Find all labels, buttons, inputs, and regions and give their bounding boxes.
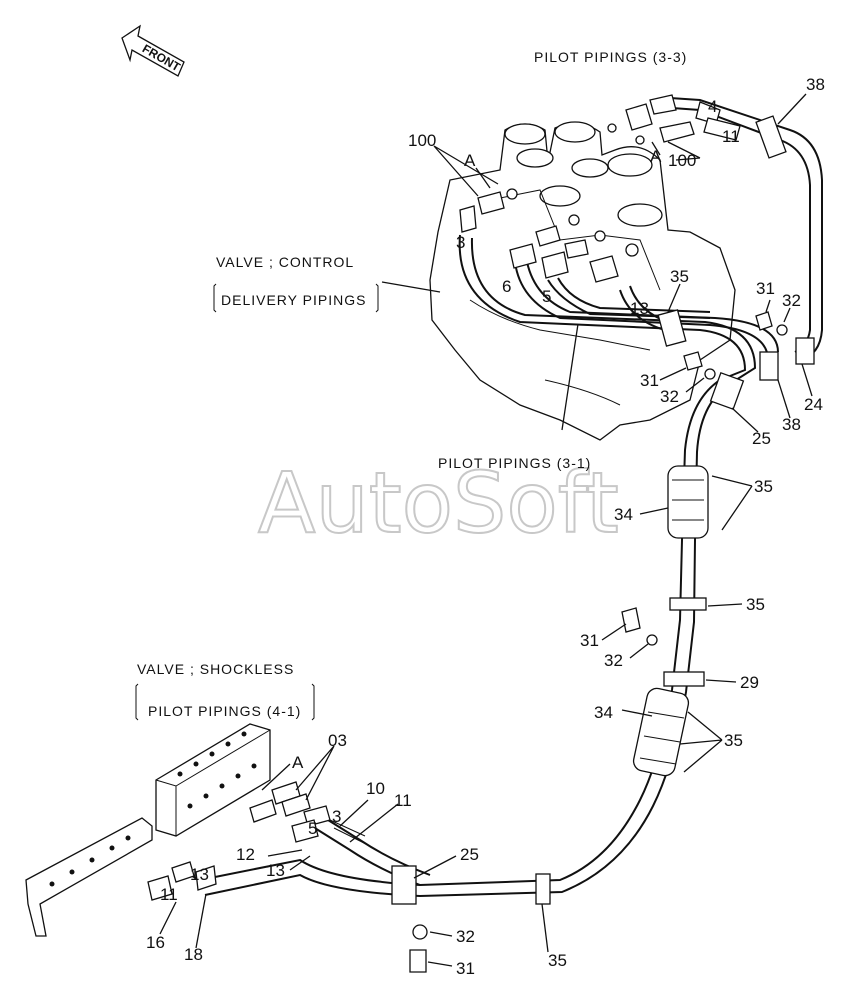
callout-13: 13 xyxy=(266,861,285,880)
callout-35: 35 xyxy=(724,731,743,750)
callout-a: A xyxy=(292,753,304,772)
callout-38: 38 xyxy=(782,415,801,434)
caption-pilot-4-1: PILOT PIPINGS (4-1) xyxy=(148,703,301,719)
callout-3: 3 xyxy=(456,233,465,252)
caption-valve-shockless: VALVE ; SHOCKLESS xyxy=(137,661,294,677)
callout-32: 32 xyxy=(604,651,623,670)
callout-3: 3 xyxy=(332,807,341,826)
callout-5: 5 xyxy=(542,287,551,306)
callout-32: 32 xyxy=(456,927,475,946)
caption-delivery-pipings: DELIVERY PIPINGS xyxy=(221,292,366,308)
callout-31: 31 xyxy=(756,279,775,298)
callout-12: 12 xyxy=(236,845,255,864)
callout-5: 5 xyxy=(308,819,317,838)
caption-valve-control: VALVE ; CONTROL xyxy=(216,254,354,270)
lower-fittings xyxy=(147,781,371,901)
callout-a: A xyxy=(650,147,662,166)
valve-fittings xyxy=(459,188,639,283)
mounting-bracket xyxy=(25,817,153,937)
callout-10: 10 xyxy=(366,779,385,798)
protector-sleeves xyxy=(632,465,709,777)
callout-16: 16 xyxy=(146,933,165,952)
leader-lines xyxy=(159,93,813,967)
callout-13: 13 xyxy=(190,865,209,884)
clamps xyxy=(391,115,815,905)
callout-31: 31 xyxy=(640,371,659,390)
callout-4: 4 xyxy=(708,97,717,116)
callout-34: 34 xyxy=(594,703,613,722)
callout-32: 32 xyxy=(782,291,801,310)
shockless-valve-block xyxy=(155,723,271,837)
callout-31: 31 xyxy=(456,959,475,978)
callout-a: A xyxy=(464,151,476,170)
callout-32: 32 xyxy=(660,387,679,406)
front-arrow-icon: FRONT xyxy=(121,24,185,77)
callout-13: 13 xyxy=(630,299,649,318)
callout-35: 35 xyxy=(670,267,689,286)
control-valve-body xyxy=(429,121,736,441)
callout-34: 34 xyxy=(614,505,633,524)
caption-brackets xyxy=(135,283,379,721)
callout-35: 35 xyxy=(746,595,765,614)
callout-25: 25 xyxy=(460,845,479,864)
callout-35: 35 xyxy=(754,477,773,496)
callout-11: 11 xyxy=(394,791,412,810)
watermark-text: AutoSoft xyxy=(258,454,619,552)
caption-pilot-3-1: PILOT PIPINGS (3-1) xyxy=(438,455,591,471)
callout-03: 03 xyxy=(328,731,347,750)
callout-18: 18 xyxy=(184,945,203,964)
callout-29: 29 xyxy=(740,673,759,692)
callout-31: 31 xyxy=(580,631,599,650)
callout-100: 100 xyxy=(668,151,696,170)
callout-38: 38 xyxy=(806,75,825,94)
callout-11: 11 xyxy=(722,127,740,146)
callout-35: 35 xyxy=(548,951,567,970)
callout-100: 100 xyxy=(408,131,436,150)
caption-pilot-3-3: PILOT PIPINGS (3-3) xyxy=(534,49,687,65)
callout-6: 6 xyxy=(502,277,511,296)
callout-11: 11 xyxy=(160,885,178,904)
callout-24: 24 xyxy=(804,395,823,414)
callout-25: 25 xyxy=(752,429,771,448)
